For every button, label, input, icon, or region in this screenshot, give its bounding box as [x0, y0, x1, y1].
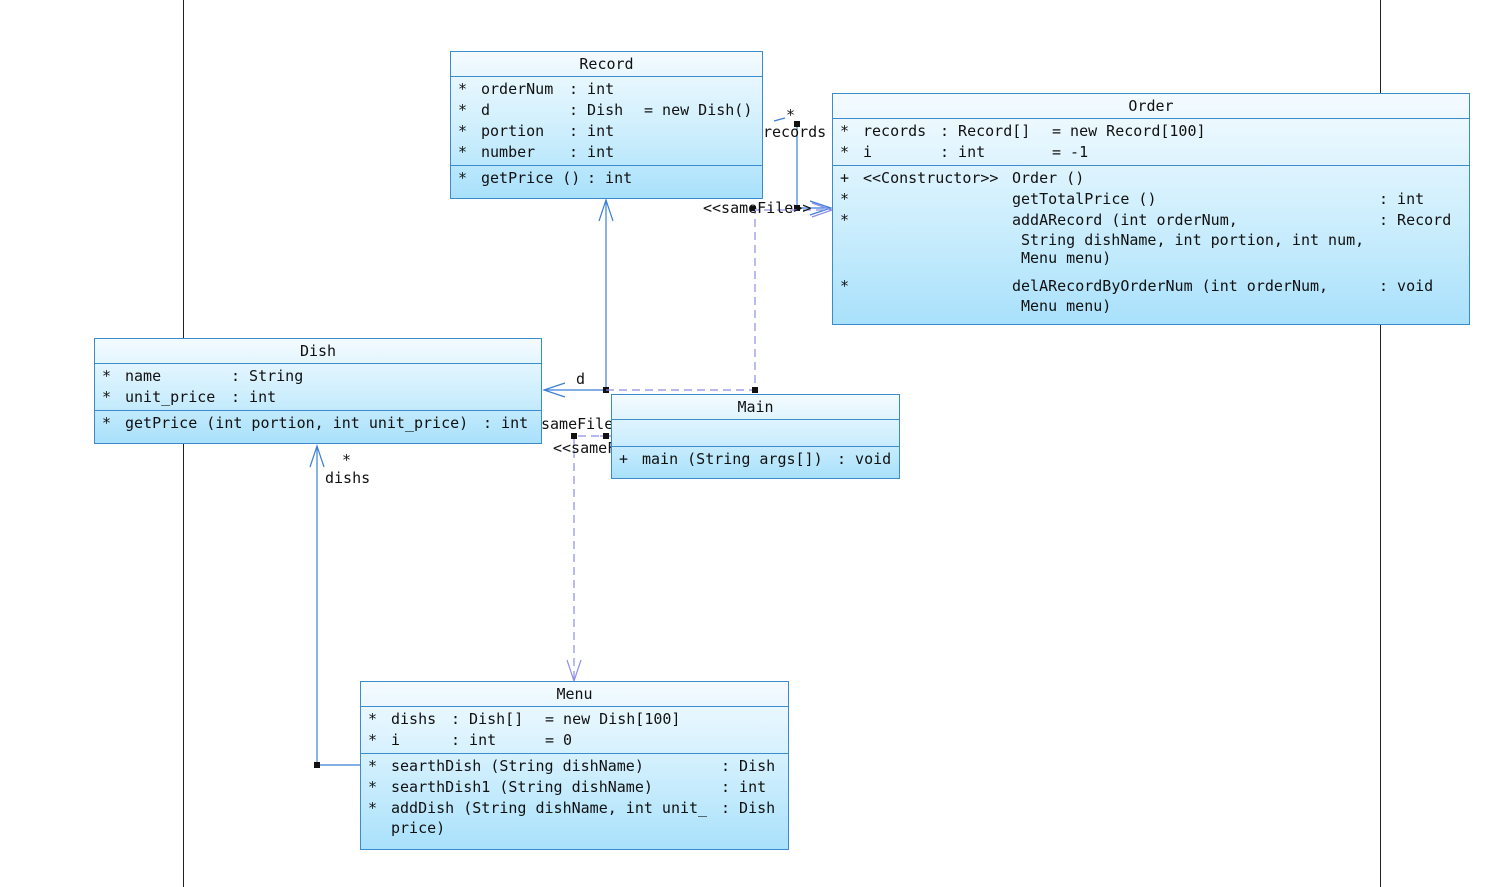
attribute-row: *i: int= -1: [840, 143, 1089, 161]
operations-section: *searthDish (String dishName): Dish *sea…: [361, 754, 788, 839]
samefile-label-dish: sameFile: [541, 415, 614, 433]
operation-row: *getPrice (): int: [458, 169, 633, 187]
operation-row-continuation: Menu menu): [1021, 297, 1112, 315]
handle: [794, 121, 800, 127]
operations-section: +<<Constructor>>Order () *getTotalPrice …: [833, 166, 1469, 317]
attributes-section: *records: Record[]= new Record[100] *i: …: [833, 119, 1469, 166]
attribute-row: *number: int: [458, 143, 615, 161]
operation-row: *delARecordByOrderNum (int orderNum,: vo…: [840, 277, 1434, 295]
operations-section: *getPrice (): int: [451, 166, 762, 191]
arrowhead-order: [809, 200, 833, 216]
class-name: Main: [612, 395, 899, 420]
attribute-row: *dishs: Dish[]= new Dish[100]: [368, 710, 681, 728]
handle: [752, 387, 758, 393]
attribute-row: *i: int= 0: [368, 731, 573, 749]
operation-row-continuation: price): [391, 819, 446, 837]
handle: [571, 433, 577, 439]
attribute-row: *orderNum: int: [458, 80, 615, 98]
operation-row: *addARecord (int orderNum,: Record: [840, 211, 1452, 229]
attributes-section: *dishs: Dish[]= new Dish[100] *i: int= 0: [361, 707, 788, 754]
attributes-section: [612, 420, 899, 447]
attribute-row: *records: Record[]= new Record[100]: [840, 122, 1206, 140]
attribute-row: *unit_price: int: [102, 388, 277, 406]
handle: [750, 206, 755, 211]
attribute-row: *d: Dish= new Dish(): [458, 101, 753, 119]
operation-row: *searthDish1 (String dishName): int: [368, 778, 767, 796]
operation-row: *getPrice (int portion, int unit_price):…: [102, 414, 529, 432]
arrowhead-record: [598, 198, 614, 222]
handle: [314, 762, 320, 768]
operation-row: *getTotalPrice (): int: [840, 190, 1425, 208]
attribute-row: *name: String: [102, 367, 304, 385]
arrowhead-dish-up: [309, 444, 325, 468]
operation-row: *addDish (String dishName, int unit_: Di…: [368, 799, 776, 817]
dependency-main-order: [606, 209, 832, 391]
class-main[interactable]: Main +main (String args[]): void: [611, 394, 900, 479]
operation-row-continuation: Menu menu): [1021, 249, 1112, 267]
attribute-row: *portion: int: [458, 122, 615, 140]
class-name: Record: [451, 52, 762, 77]
operation-row: *searthDish (String dishName): Dish: [368, 757, 776, 775]
samefile-stereotype-order: <<sameFile>>: [703, 199, 812, 217]
dependency-main-menu: [573, 435, 612, 681]
attributes-section: *orderNum: int *d: Dish= new Dish() *por…: [451, 77, 762, 166]
class-record[interactable]: Record *orderNum: int *d: Dish= new Dish…: [450, 51, 763, 199]
operations-section: *getPrice (int portion, int unit_price):…: [95, 411, 541, 436]
handle: [603, 433, 609, 439]
samefile-stereotype-menu: <<sameF: [553, 439, 617, 457]
handle: [794, 205, 800, 211]
dishs-role-label: dishs: [325, 469, 371, 487]
class-order[interactable]: Order *records: Record[]= new Record[100…: [832, 93, 1470, 325]
d-role-label: d: [576, 370, 586, 388]
attributes-section: *name: String *unit_price: int: [95, 364, 541, 411]
class-name: Dish: [95, 339, 541, 364]
association-menu-dish: [316, 446, 362, 766]
records-role-label: records: [763, 123, 827, 141]
class-name: Order: [833, 94, 1469, 119]
operation-row: +<<Constructor>>Order (): [840, 169, 1085, 187]
arrowhead-dish: [542, 382, 566, 398]
class-name: Menu: [361, 682, 788, 707]
operation-row-continuation: String dishName, int portion, int num,: [1021, 231, 1365, 249]
class-menu[interactable]: Menu *dishs: Dish[]= new Dish[100] *i: i…: [360, 681, 789, 850]
records-multiplicity: *: [786, 106, 796, 124]
page-boundary-right: [1380, 0, 1381, 887]
dishs-multiplicity: *: [342, 451, 352, 469]
operations-section: +main (String args[]): void: [612, 447, 899, 472]
class-dish[interactable]: Dish *name: String *unit_price: int *get…: [94, 338, 542, 444]
operation-row: +main (String args[]): void: [619, 450, 892, 468]
